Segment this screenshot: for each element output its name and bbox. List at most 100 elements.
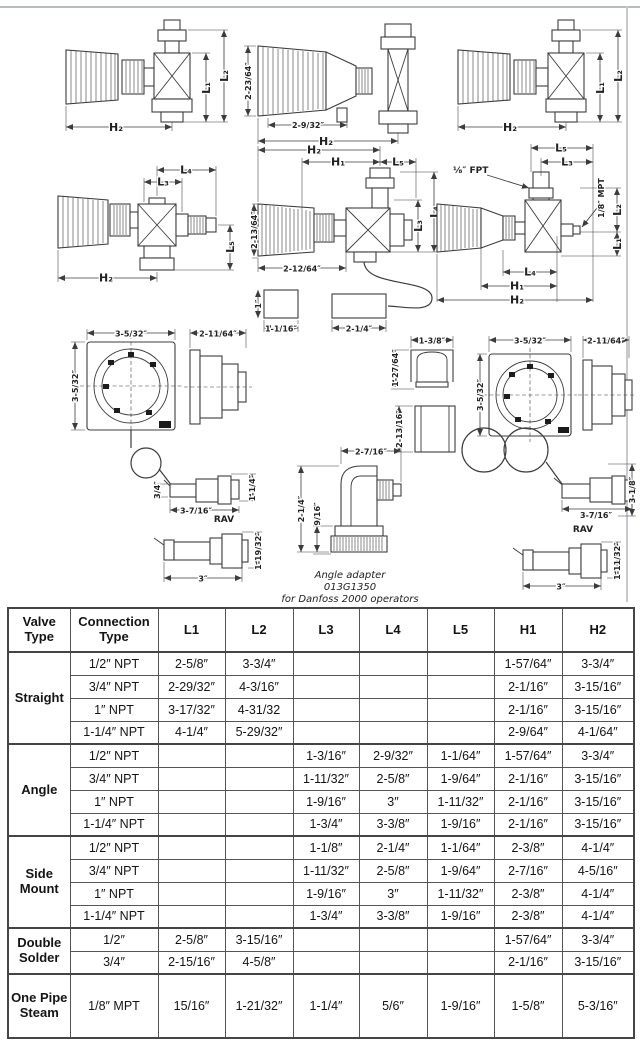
remote-dial-right-diagram: 3-5/32″ 3-5/32″ 2-11/64″ — [475, 335, 635, 442]
clip-parts-diagram: 1-3/8″ 1-27/64″ 2-13/16″ — [390, 335, 456, 453]
dim-cell: 4-1/4″ — [561, 835, 635, 860]
dim-label-l1: L₁ — [200, 82, 213, 94]
dim-cell: 4-31/32 — [224, 697, 294, 722]
connection-cell: 1/2″ — [69, 927, 159, 952]
dim-cell: 2-1/16″ — [493, 812, 563, 837]
dim-label-dial-depth: 2-11/64″ — [587, 337, 625, 346]
dim-label-sensor-length: 3-7/16″ — [580, 511, 613, 520]
dim-label-adapter-inner: 9/16″ — [313, 502, 322, 526]
dim-cell: 1-3/16″ — [292, 743, 360, 768]
dim-cell: 1-11/32″ — [292, 858, 360, 883]
dim-cell: 15/16″ — [157, 973, 226, 1039]
dim-label-h2: H₂ — [109, 121, 123, 134]
bracket-part — [414, 405, 456, 453]
dim-label-adapter-height: 2-1/4″ — [297, 495, 306, 522]
dim-cell: 1-9/64″ — [426, 858, 495, 883]
table-row: 3/4″ NPT 1-11/32″ 2-5/8″ 1-9/64″ 2-7/16″… — [8, 858, 635, 883]
capillary-tube — [130, 430, 173, 487]
dim-cell: 2-9/32″ — [358, 743, 428, 768]
dim-cell: 3-3/4″ — [561, 651, 635, 676]
dimension-lines: 3″ 1-19/32″ — [163, 531, 264, 585]
dial-front-view — [80, 335, 182, 437]
header-l1: L1 — [157, 607, 226, 653]
dim-cell — [292, 950, 360, 975]
dim-cell: 2-5/8″ — [358, 766, 428, 791]
dim-cell — [358, 651, 428, 676]
dim-cell: 4-1/64″ — [561, 720, 635, 745]
right-rule — [626, 6, 628, 602]
dim-cell: 2-1/16″ — [493, 766, 563, 791]
thermostatic-operator — [257, 203, 347, 257]
dim-cell: 2-3/8″ — [493, 881, 563, 906]
logo-mark — [558, 427, 569, 433]
rav-sensor-left-diagram: RAV 3″ 1-19/32″ — [153, 514, 264, 585]
wall-box — [263, 289, 299, 319]
header-l3: L3 — [292, 607, 360, 653]
dim-cell — [157, 789, 226, 814]
dim-cell: 3″ — [358, 881, 428, 906]
dim-label-adapter-width: 2-7/16″ — [355, 448, 388, 457]
dim-cell: 5/6″ — [358, 973, 428, 1039]
dim-cell: 4-1/4″ — [561, 881, 635, 906]
dim-cell: 3-3/8″ — [358, 904, 428, 929]
dim-cell: 2-9/64″ — [493, 720, 563, 745]
table-row: 3/4″ NPT 2-29/32″ 4-3/16″ 2-1/16″ 3-15/1… — [8, 674, 635, 699]
thermostatic-operator — [57, 195, 139, 249]
dim-cell — [224, 858, 294, 883]
dim-label-body-height: 2-13/64″ — [250, 211, 259, 249]
dim-label-dial-height: 3-5/32″ — [71, 370, 80, 403]
dim-label-l2: L₂ — [612, 70, 625, 82]
dim-cell — [292, 720, 360, 745]
one-pipe-steam-valve-diagram: L₅ L₃ ⅛″ FPT 1/8″ MPT L₂ L₁ L₄ H₁ H₂ — [436, 140, 625, 308]
dim-cell: 1-9/16″ — [292, 881, 360, 906]
dim-label-h1: H₁ — [510, 280, 524, 293]
angle-valve-diagram: L₄ L₃ L₅ H₂ — [57, 162, 238, 286]
dim-label-h2: H₂ — [510, 294, 524, 307]
connection-cell: 3/4″ — [69, 950, 159, 975]
dim-cell — [426, 697, 495, 722]
table-header: Valve Type Connection Type L1 L2 L3 L4 L… — [7, 607, 635, 653]
dim-cell: 1-1/4″ — [292, 973, 360, 1039]
dim-label-l3: L₃ — [157, 176, 169, 189]
adapter-body — [330, 465, 402, 553]
dim-cell: 5-3/16″ — [561, 973, 635, 1039]
dim-cell: 3-15/16″ — [561, 674, 635, 699]
rav-sensor-right-diagram: RAV 3″ 1-11/32″ — [512, 524, 623, 593]
connection-cell: 3/4″ NPT — [69, 674, 159, 699]
dim-cell: 3-15/16″ — [561, 789, 635, 814]
dim-label-box1-width: 1-1/16″ — [265, 325, 298, 334]
valve-group-side-mount: Side Mount 1/2″ NPT 1-1/8″ 2-1/4″ 1-1/64… — [7, 835, 635, 929]
dim-label-dial-width: 3-5/32″ — [115, 330, 148, 339]
remote-dial-box — [331, 293, 387, 319]
dim-label-h2: H₂ — [319, 135, 333, 148]
dim-label-l2: L₂ — [611, 204, 624, 216]
dim-label-body-width: 2-12/64″ — [283, 265, 321, 274]
dim-cell: 3-3/4″ — [224, 651, 294, 676]
table-row: Angle 1/2″ NPT 1-3/16″ 2-9/32″ 1-1/64″ 1… — [7, 743, 635, 837]
dial-front-view — [483, 348, 577, 442]
caption-line-3: for Danfoss 2000 operators — [281, 594, 418, 605]
dim-label-sensor-height: 1-1/4″ — [248, 474, 257, 501]
dimension-lines: 3-7/16″ 3-1/8″ — [561, 463, 638, 521]
dim-label-l5: L₅ — [555, 142, 567, 155]
dim-cell: 1-9/16″ — [426, 812, 495, 837]
dim-cell: 3-15/16″ — [561, 697, 635, 722]
dim-label-h2: H₂ — [307, 144, 321, 157]
dim-cell — [157, 904, 226, 929]
dim-cell: 1-1/64″ — [426, 835, 495, 860]
connection-cell: 1/8″ MPT — [69, 973, 159, 1039]
dim-cell: 2-1/16″ — [493, 674, 563, 699]
dim-label-operator-height: 2-23/64″ — [244, 62, 253, 100]
straight-valve-diagram-right: L₁ L₂ H₂ — [457, 19, 626, 135]
dim-cell: 2-1/4″ — [358, 835, 428, 860]
dim-cell — [426, 927, 495, 952]
dim-cell — [224, 835, 294, 860]
connection-cell: 3/4″ NPT — [69, 766, 159, 791]
dim-cell — [292, 651, 360, 676]
dim-cell: 2-15/16″ — [157, 950, 226, 975]
dim-cell: 2-3/8″ — [493, 835, 563, 860]
dim-label-clip-height: 1-27/64″ — [391, 349, 400, 387]
table-row: Straight 1/2″ NPT 2-5/8″ 3-3/4″ 1-57/64″… — [7, 651, 635, 745]
dim-cell: 1-9/64″ — [426, 766, 495, 791]
dim-cell: 1-57/64″ — [493, 743, 563, 768]
